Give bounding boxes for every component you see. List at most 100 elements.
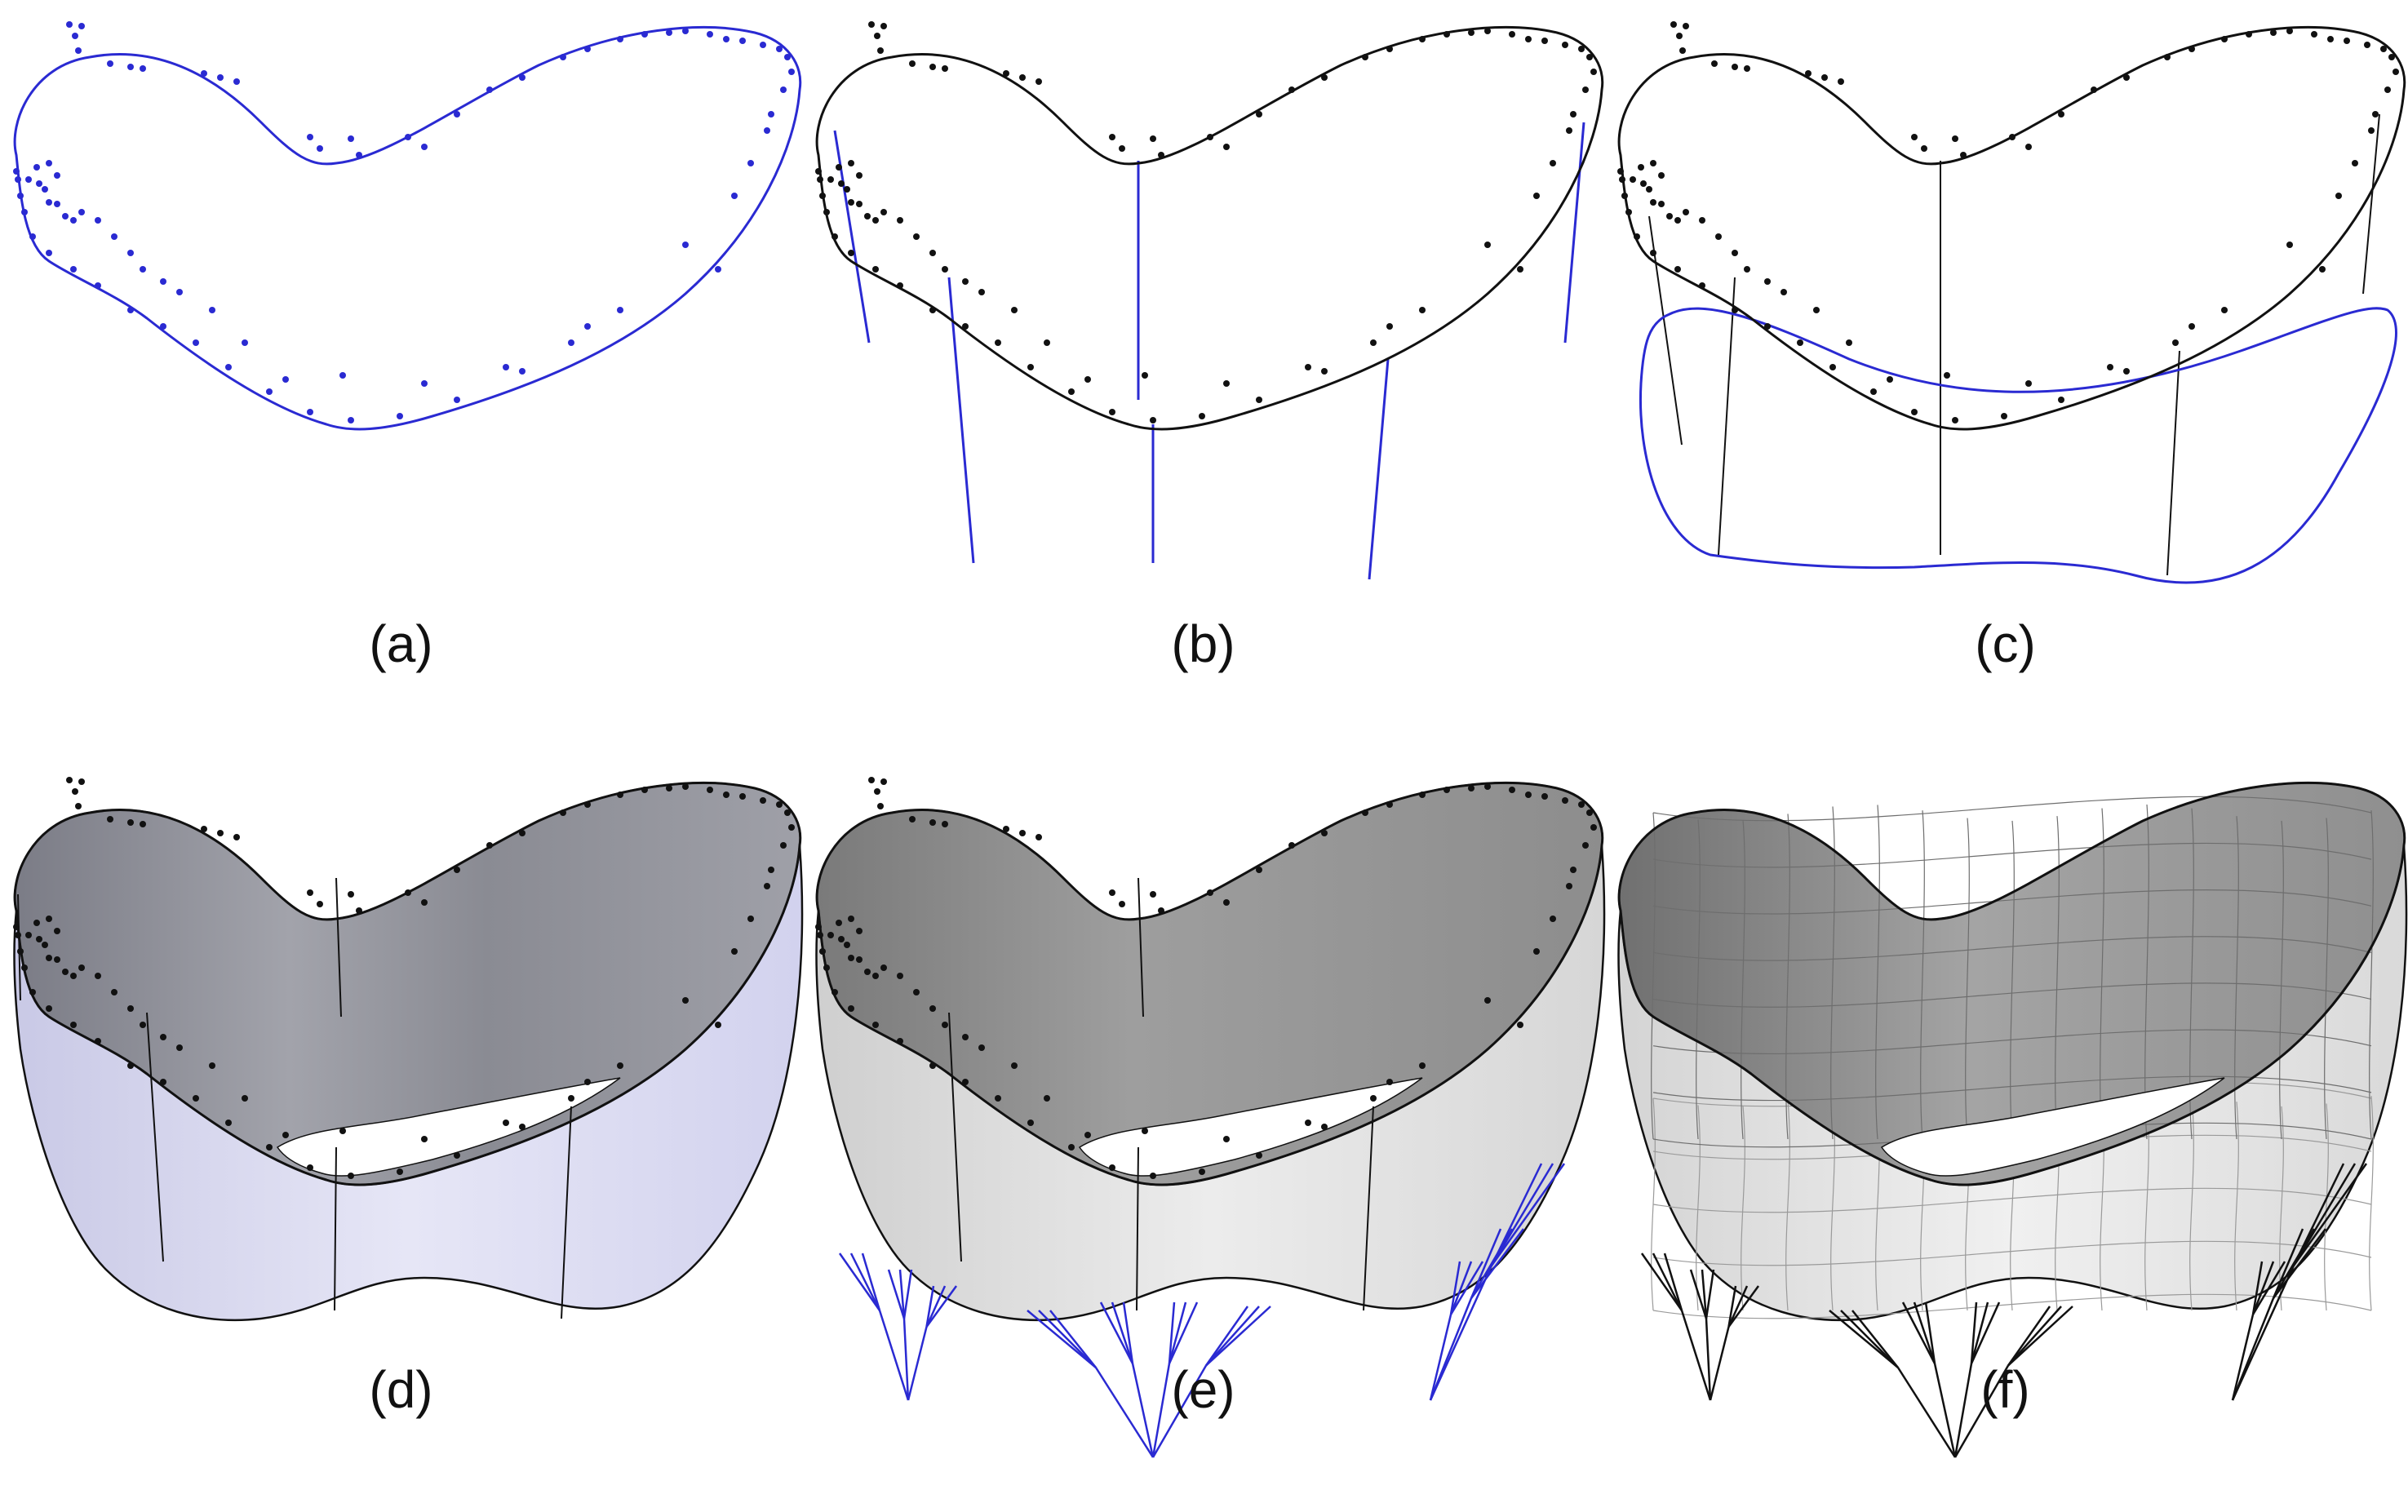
- support-branch: [902, 1269, 913, 1319]
- panel-b-label: (b): [1171, 614, 1235, 673]
- support-structure-front: [838, 1163, 1566, 1458]
- sample-point: [1256, 397, 1262, 403]
- sample-point: [46, 160, 52, 166]
- sample-point: [1683, 209, 1689, 215]
- sample-point: [78, 23, 85, 29]
- sample-point: [233, 78, 240, 85]
- support-branch: [1640, 1253, 1683, 1311]
- sample-point: [848, 160, 854, 166]
- sample-point: [880, 964, 887, 971]
- sample-point: [1517, 1022, 1523, 1028]
- support-branch: [1970, 1301, 1978, 1364]
- sample-point: [2058, 111, 2064, 118]
- sample-point: [421, 1136, 428, 1142]
- support-branch: [1727, 1285, 1760, 1328]
- sample-point: [339, 1128, 346, 1134]
- top-boundary-curve: [1617, 26, 2406, 431]
- sample-point: [1288, 842, 1295, 849]
- grid-line: [1875, 805, 1880, 1140]
- sample-point: [666, 785, 672, 791]
- sample-point: [127, 819, 134, 826]
- sample-point: [95, 973, 101, 979]
- sample-point: [107, 816, 113, 823]
- panel-b: (b): [802, 0, 1604, 756]
- sample-point: [1321, 368, 1328, 375]
- support-strut: [1933, 1363, 1957, 1458]
- sample-point: [356, 907, 362, 914]
- sample-point: [486, 86, 493, 93]
- support-branch: [2292, 1163, 2345, 1266]
- sample-point: [454, 111, 460, 118]
- support-branch: [1663, 1253, 1683, 1311]
- support-branch: [925, 1285, 947, 1328]
- sample-point: [1952, 417, 1958, 423]
- support-branch: [1204, 1306, 1249, 1367]
- sample-point: [1683, 23, 1689, 29]
- sample-point: [1674, 266, 1681, 273]
- sample-point: [617, 791, 623, 798]
- sample-point: [2188, 46, 2195, 52]
- sample-point: [1386, 801, 1393, 808]
- grid-line: [1652, 1187, 2372, 1213]
- grid-line: [1652, 842, 2372, 868]
- sample-point: [1150, 417, 1156, 423]
- sample-point: [1305, 1120, 1311, 1126]
- sample-point: [66, 21, 73, 28]
- sample-point: [617, 307, 623, 313]
- support-branch: [1099, 1301, 1134, 1364]
- sample-point: [46, 250, 52, 256]
- support-branch: [1038, 1310, 1097, 1368]
- sample-point: [1646, 186, 1652, 193]
- sample-point: [75, 803, 82, 809]
- sample-point: [995, 339, 1001, 346]
- sample-point: [848, 199, 854, 206]
- ruling-line: [1363, 1106, 1374, 1311]
- sample-point: [1370, 339, 1377, 346]
- sample-point: [1630, 176, 1636, 183]
- sample-point: [2270, 29, 2277, 36]
- sample-point: [1570, 111, 1577, 118]
- support-branch: [925, 1285, 958, 1328]
- support-branch: [1490, 1163, 1566, 1266]
- sample-point: [75, 47, 82, 54]
- sample-point: [817, 932, 823, 938]
- sample-point: [929, 1062, 936, 1069]
- sample-point: [1109, 409, 1115, 415]
- sample-point: [107, 60, 113, 67]
- panel-f-label: (f): [1980, 1360, 2030, 1419]
- sample-point: [225, 1120, 232, 1126]
- sample-point: [788, 69, 795, 75]
- grid-line: [2279, 820, 2284, 1140]
- ruling-line: [146, 1012, 164, 1262]
- sample-point: [225, 364, 232, 370]
- sample-point: [913, 989, 920, 995]
- sample-point: [1199, 413, 1205, 419]
- sample-point: [1119, 901, 1125, 907]
- sample-point: [1207, 134, 1213, 140]
- sample-point: [78, 964, 85, 971]
- sample-point: [1650, 250, 1656, 256]
- sample-point: [1443, 787, 1450, 793]
- sample-point: [1744, 266, 1750, 273]
- sample-point: [764, 883, 770, 889]
- sample-point: [584, 46, 591, 52]
- sample-point: [1019, 830, 1026, 836]
- panel-c: (c): [1604, 0, 2406, 756]
- sample-point: [856, 956, 863, 963]
- sample-point: [2025, 380, 2032, 387]
- sample-point: [880, 23, 887, 29]
- panel-a: (a): [0, 0, 802, 756]
- sample-point: [1638, 164, 1644, 171]
- sample-point: [307, 889, 313, 896]
- sample-point: [193, 339, 199, 346]
- sample-point: [21, 209, 28, 215]
- sample-point: [1084, 376, 1091, 383]
- sample-point: [317, 145, 323, 152]
- sample-point: [1829, 364, 1836, 370]
- support-strut: [1680, 1310, 1712, 1401]
- panel-d-label: (d): [369, 1360, 433, 1419]
- support-branch: [2273, 1228, 2326, 1299]
- ruling-line: [1718, 277, 1736, 556]
- sample-point: [503, 1120, 509, 1126]
- sample-point: [46, 1005, 52, 1012]
